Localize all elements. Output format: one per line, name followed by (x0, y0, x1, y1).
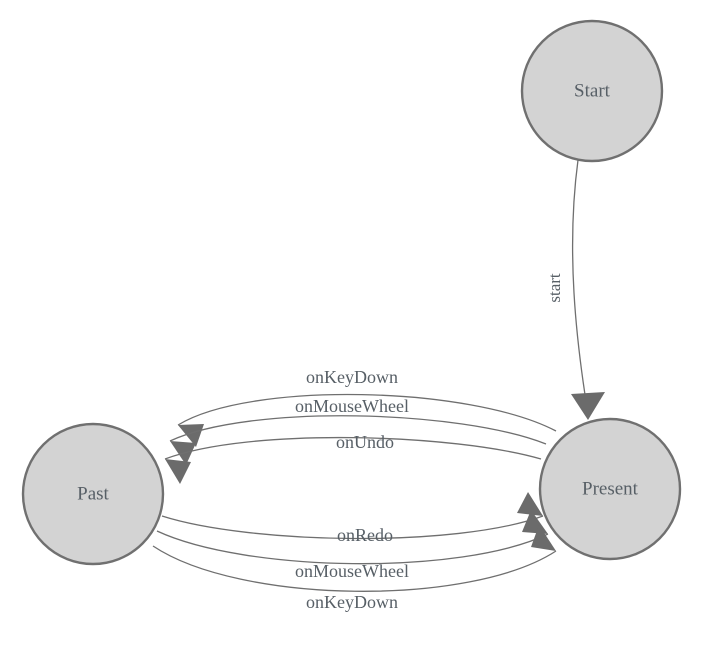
edge-label-past-to-present-onredo: onRedo (337, 525, 393, 545)
arrowhead-present-onkeydown (531, 525, 556, 551)
edge-past-to-present-onredo[interactable]: onRedo (161, 492, 544, 545)
node-past-circle (21, 422, 165, 566)
arrowhead-past-onundo (165, 459, 191, 484)
edge-path-past-to-present-onredo (161, 515, 544, 540)
edge-past-to-present-onkeydown[interactable]: onKeyDown (152, 525, 557, 612)
edge-label-present-to-past-onundo: onUndo (336, 432, 394, 452)
edge-path-start-to-present (571, 159, 589, 415)
arrowhead-present-onmousewheel (522, 510, 548, 534)
arrowhead-present-start (571, 392, 605, 420)
node-start-label: Start (574, 80, 611, 101)
node-present-label: Present (582, 478, 639, 499)
edge-start-to-present[interactable]: start (545, 159, 605, 420)
node-past-label: Past (77, 483, 109, 504)
node-present-circle (538, 417, 682, 561)
edge-present-to-past-onkeydown[interactable]: onKeyDown (177, 367, 557, 447)
node-present[interactable]: Present (538, 417, 682, 561)
edge-past-to-present-onmousewheel[interactable]: onMouseWheel (156, 510, 549, 581)
edge-path-present-to-past-onmousewheel (169, 415, 547, 445)
arrowhead-present-onredo (517, 492, 543, 516)
edge-path-past-to-present-onkeydown (152, 545, 557, 592)
edge-present-to-past-onundo[interactable]: onUndo (164, 432, 542, 484)
edge-label-past-to-present-onmousewheel: onMouseWheel (295, 561, 409, 581)
edge-path-present-to-past-onkeydown (177, 393, 557, 432)
edge-label-start-to-present: start (545, 273, 564, 303)
edge-path-past-to-present-onmousewheel (156, 530, 549, 565)
node-start-circle (520, 19, 664, 163)
arrowhead-past-onkeydown (178, 424, 204, 447)
edge-path-present-to-past-onundo (164, 436, 542, 460)
edge-label-present-to-past-onkeydown: onKeyDown (306, 367, 398, 387)
edge-label-past-to-present-onkeydown: onKeyDown (306, 592, 398, 612)
node-past[interactable]: Past (21, 422, 165, 566)
edge-label-present-to-past-onmousewheel: onMouseWheel (295, 396, 409, 416)
node-start[interactable]: Start (520, 19, 664, 163)
